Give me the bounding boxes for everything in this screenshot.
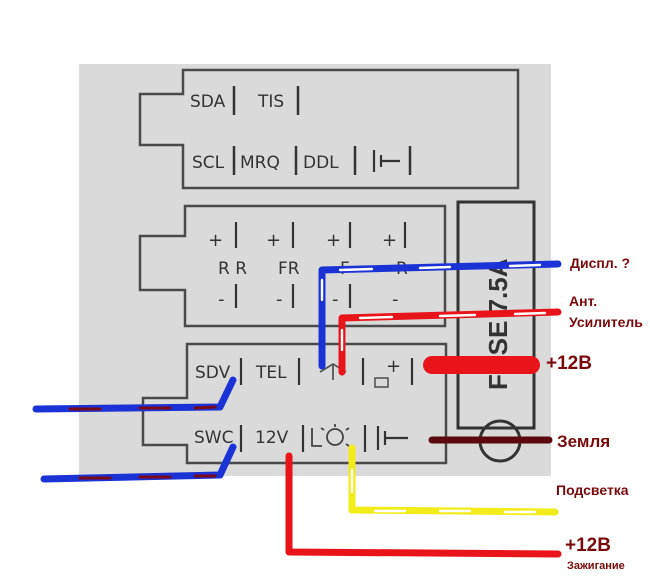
- fr-minus: -: [276, 289, 283, 310]
- label-ignition-line2: Зажигание: [567, 560, 625, 572]
- photo-background: [79, 64, 551, 476]
- rl-plus: +: [382, 230, 397, 251]
- speaker-dividers: [234, 222, 407, 308]
- display-wire: [318, 260, 562, 370]
- pin-sdv: SDV: [195, 363, 231, 383]
- top-pin-block: [138, 68, 520, 190]
- battery-plus: +: [386, 356, 401, 377]
- pin-scl: SCL: [192, 153, 225, 173]
- battery-icon: [374, 377, 389, 388]
- speaker-pin-block: [138, 204, 447, 328]
- ignition-wire: [285, 452, 562, 558]
- label-plus12: +12В: [546, 353, 592, 374]
- top-block-dividers: [232, 86, 412, 175]
- pin-swc: SWC: [194, 428, 233, 448]
- label-ignition-line1: +12В: [565, 535, 611, 556]
- pin-sda: SDA: [190, 92, 226, 112]
- label-display: Диспл. ?: [570, 255, 630, 271]
- pin-ddl: DDL: [303, 153, 339, 173]
- label-antenna-line1: Ант.: [569, 293, 597, 309]
- label-backlight: Подсветка: [556, 482, 629, 498]
- fr-plus: +: [266, 230, 281, 251]
- pin-12v: 12V: [255, 428, 289, 448]
- bottom-block-dividers: [239, 358, 414, 452]
- swc-wire: [40, 443, 237, 483]
- rr-plus: +: [208, 230, 223, 251]
- pin-mrq: MRQ: [240, 153, 280, 173]
- ground-symbol: [376, 426, 408, 450]
- battery-symbol-top: [372, 150, 400, 172]
- pin-tis: TIS: [257, 92, 284, 112]
- rl-minus: -: [392, 289, 399, 310]
- sdv-wire: [32, 376, 237, 413]
- fl-minus: -: [332, 289, 339, 310]
- label-antenna-line2: Усилитель: [569, 314, 643, 330]
- ch-fr: FR: [278, 259, 300, 279]
- antenna-amp-wire: [338, 308, 562, 376]
- rr-minus: -: [218, 289, 225, 310]
- lamp-icon: [311, 424, 350, 447]
- pin-tel: TEL: [255, 363, 287, 383]
- label-ground: Земля: [557, 432, 610, 451]
- ch-rr: R R: [218, 259, 247, 279]
- backlight-wire: [348, 444, 559, 516]
- bottom-pin-block: [141, 342, 448, 465]
- fl-plus: +: [326, 230, 341, 251]
